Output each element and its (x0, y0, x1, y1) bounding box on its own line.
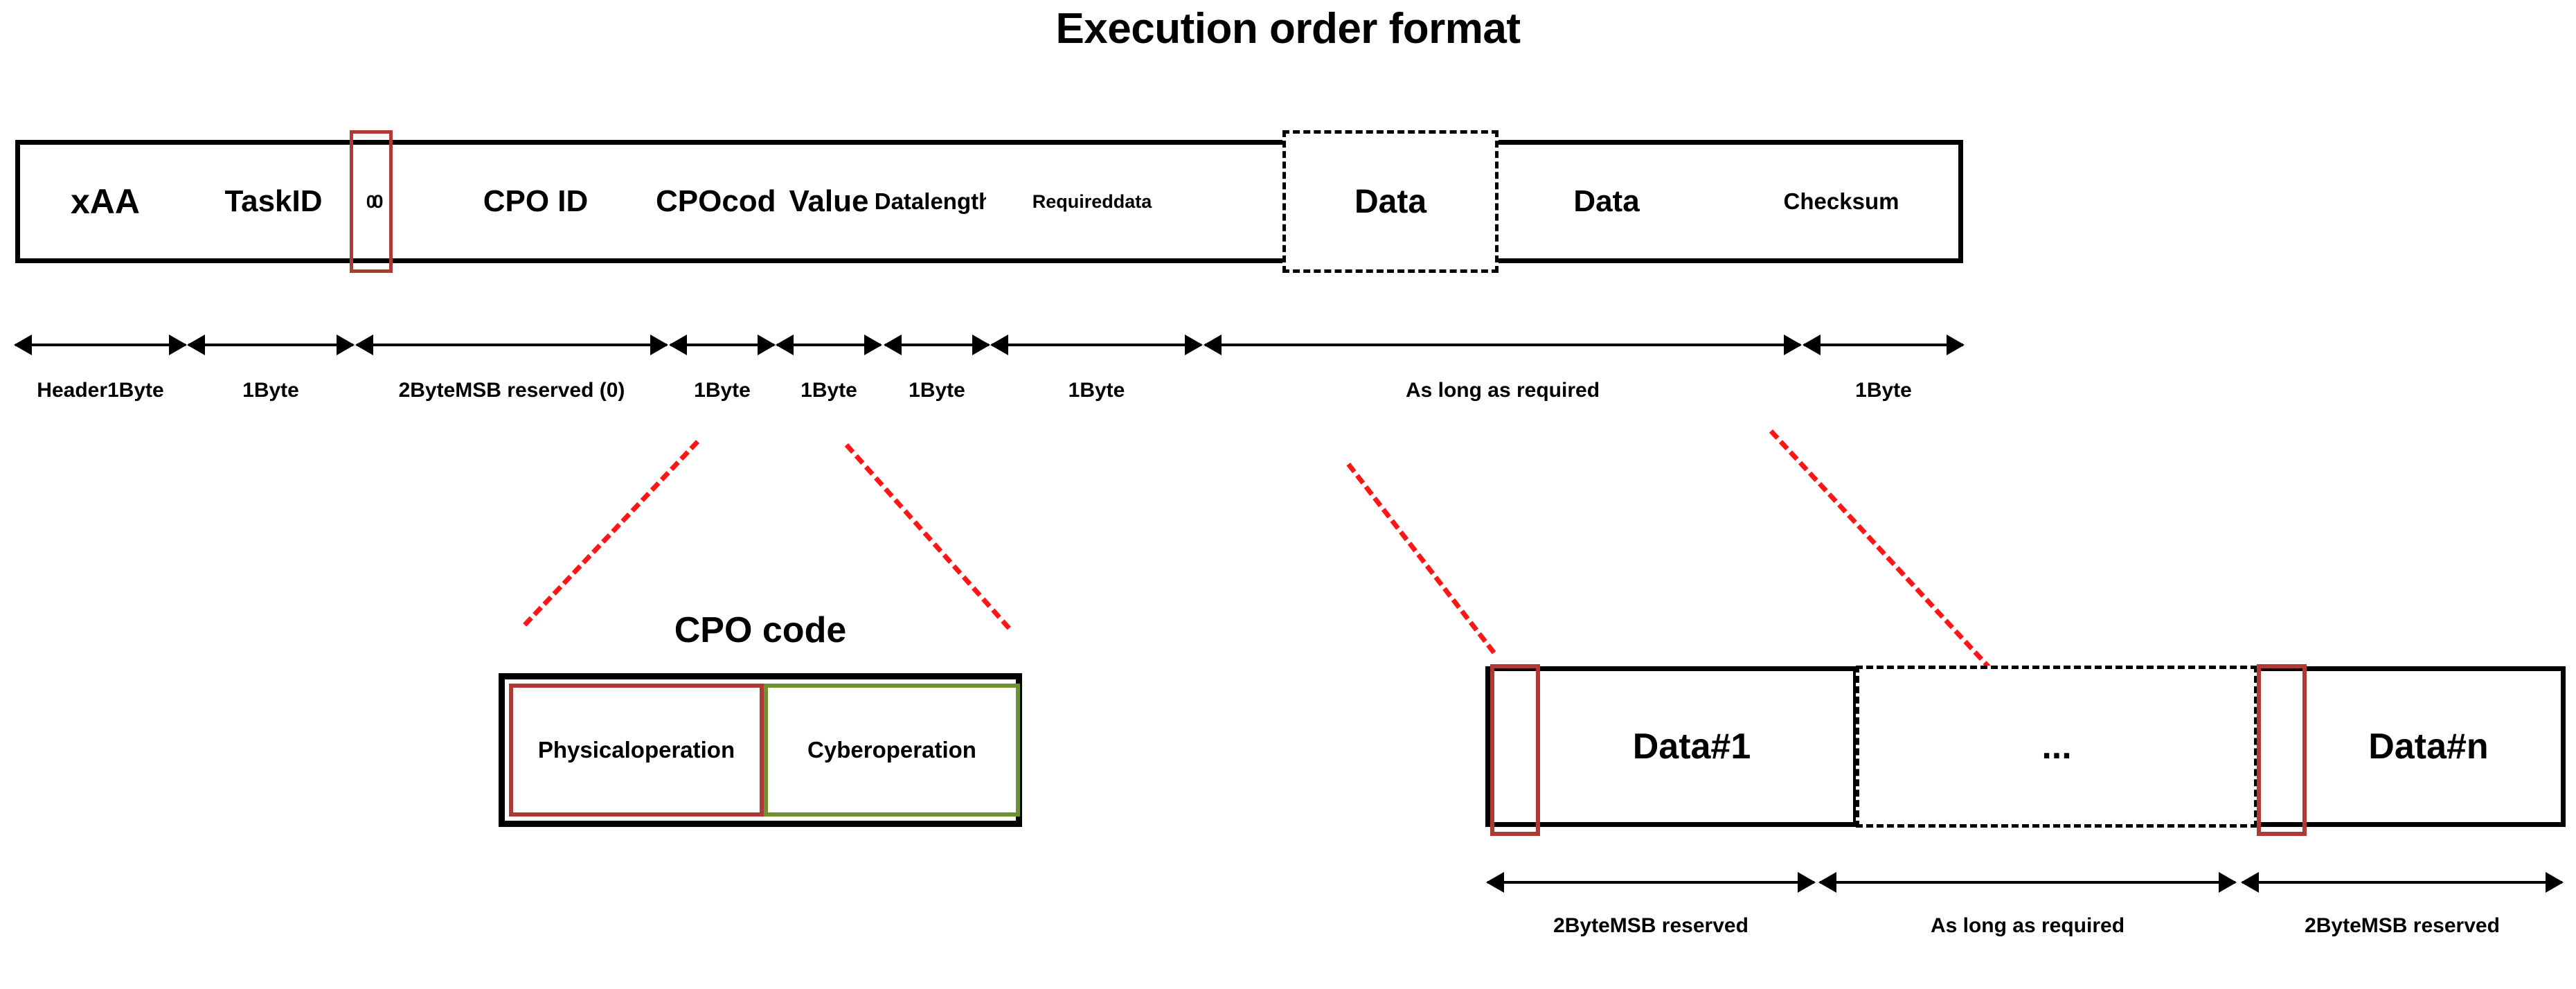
connector-data-left (1346, 463, 1496, 654)
data-dimension-label-data1: 2ByteMSB reserved (1553, 914, 1748, 937)
dimension-label-cpo-id: 2ByteMSB reserved (0) (398, 379, 625, 402)
dimension-arrow-task-id (187, 335, 355, 355)
datan-msb-marker (2257, 664, 2307, 836)
dimension-label-data: As long as required (1405, 379, 1600, 402)
dimension-label-data-length: 1Byte (909, 379, 965, 402)
dimension-arrow-value (776, 335, 882, 355)
dimension-arrow-header (14, 335, 187, 355)
dimension-label-task-id: 1Byte (242, 379, 299, 402)
packet-field-header: xAA (20, 145, 193, 258)
dimension-arrow-cpo-id (355, 335, 668, 355)
dimension-arrow-data (1204, 335, 1802, 355)
connector-data-right (1769, 429, 2022, 703)
dimension-label-header: Header1Byte (37, 379, 164, 402)
dimension-arrow-checksum (1803, 335, 1965, 355)
connector-cpo-code-right (844, 443, 1011, 630)
dimension-arrow-required-data (990, 335, 1203, 355)
data-item-first: Data#1 (1530, 671, 1856, 822)
data-dimension-label-datan: 2ByteMSB reserved (2305, 914, 2500, 937)
data1-msb-marker (1490, 664, 1540, 836)
dimension-label-required-data: 1Byte (1068, 379, 1125, 402)
dimension-label-checksum: 1Byte (1855, 379, 1912, 402)
dimension-arrow-cpo-code (669, 335, 776, 355)
packet-field-checksum: Checksum (1724, 145, 1958, 258)
cpo-code-detail-title: CPO code (674, 610, 847, 650)
data-dimension-arrow-data1 (1486, 872, 1816, 893)
data-dimension-arrow-middle (1818, 872, 2237, 893)
connector-cpo-code-left (522, 440, 699, 627)
data-item-last: Data#n (2368, 727, 2489, 767)
data-detail-box: Data#1 ... Data#n (1485, 664, 2566, 836)
packet-field-data: Data (1489, 145, 1726, 258)
data-dimension-label-middle: As long as required (1930, 914, 2125, 937)
dimension-label-value: 1Byte (800, 379, 857, 402)
data-field-dashed-window: Data (1282, 130, 1499, 273)
packet-field-value: Value (777, 145, 883, 258)
dimension-label-cpo-code: 1Byte (694, 379, 751, 402)
dimension-arrow-data-length (884, 335, 990, 355)
msb-reserved-bit-cell: 0 (350, 130, 393, 273)
data-items-ellipsis: ... (1856, 666, 2257, 828)
page-title: Execution order format (1055, 5, 1521, 53)
data-dimension-arrow-datan (2241, 872, 2564, 893)
packet-field-cpo-id: CPO ID (400, 145, 674, 258)
